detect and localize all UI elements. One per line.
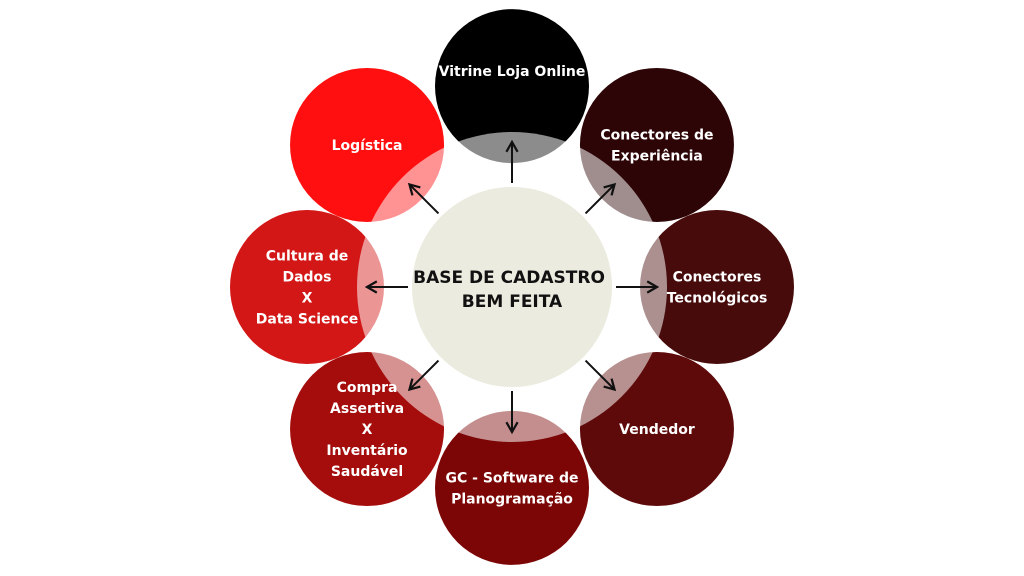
node-circle bbox=[435, 410, 589, 565]
arrow bbox=[407, 359, 440, 392]
node-label: GC - Software de Planogramação bbox=[446, 470, 579, 507]
node-label-line: Vitrine Loja Online bbox=[439, 64, 586, 80]
node-label-line: Assertiva bbox=[330, 401, 404, 417]
node-label-line: Experiência bbox=[611, 148, 703, 164]
node-label-line: Tecnológicos bbox=[667, 291, 768, 307]
node-label: Logística bbox=[332, 138, 403, 154]
node-label: Vitrine Loja Online bbox=[439, 64, 586, 80]
center-label-line: BEM FEITA bbox=[462, 292, 563, 312]
node-label-line: Inventário bbox=[326, 443, 408, 459]
center-circle bbox=[412, 187, 612, 387]
node-label-line: Conectores bbox=[673, 270, 762, 286]
node-label-line: Planogramação bbox=[451, 491, 573, 507]
node-label-line: Data Science bbox=[256, 312, 359, 328]
node-circle bbox=[230, 210, 384, 364]
node-label-line: Cultura de bbox=[266, 249, 348, 265]
node-label-line: X bbox=[362, 422, 373, 438]
node-label-line: Saudável bbox=[331, 464, 403, 480]
arrow bbox=[584, 182, 617, 215]
node-label-line: GC - Software de bbox=[446, 470, 579, 486]
node-label-line: Logística bbox=[332, 138, 403, 154]
node-label: Vendedor bbox=[619, 422, 695, 438]
node-label-line: Vendedor bbox=[619, 422, 695, 438]
node-circle bbox=[640, 210, 794, 364]
center-label: BASE DE CADASTRO BEM FEITA bbox=[413, 268, 611, 312]
node-label-line: Conectores de bbox=[600, 127, 713, 143]
arrow bbox=[584, 359, 617, 392]
node-label: Conectores de Experiência bbox=[600, 127, 713, 164]
node-label-line: X bbox=[302, 291, 313, 307]
arrow bbox=[407, 182, 440, 215]
node-circle bbox=[435, 9, 589, 164]
center-label-line: BASE DE CADASTRO bbox=[413, 268, 605, 288]
node-label-line: Dados bbox=[282, 270, 331, 286]
node-label-line: Compra bbox=[337, 380, 398, 396]
